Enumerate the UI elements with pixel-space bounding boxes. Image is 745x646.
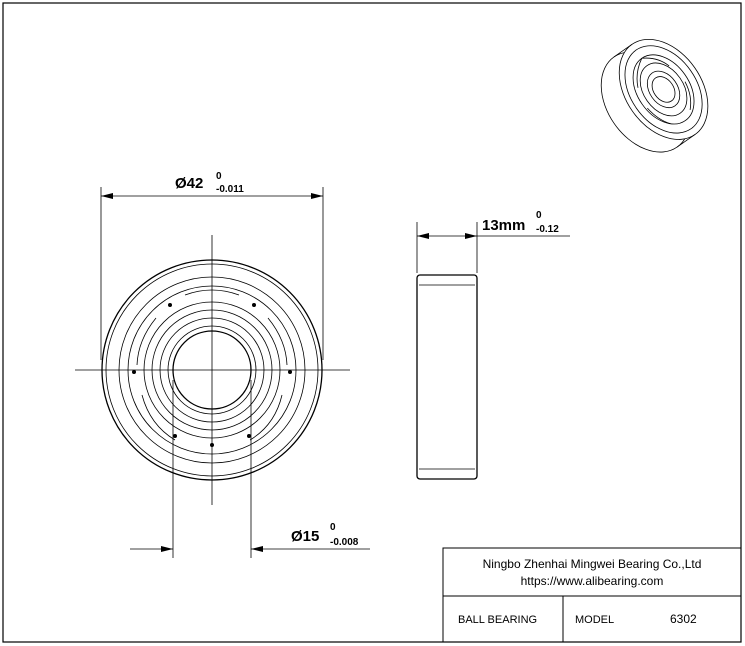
company-name: Ningbo Zhenhai Mingwei Bearing Co.,Ltd	[483, 557, 702, 571]
front-view	[75, 187, 370, 558]
bore-chamfer	[167, 325, 257, 415]
outer-ring-outer-edge	[101, 259, 323, 481]
bore-arrow-right	[251, 546, 263, 552]
model-value: 6302	[670, 612, 697, 626]
cage-inner	[143, 301, 281, 439]
inner-ring-outer-edge	[151, 309, 273, 431]
od-lower-tol: -0.011	[216, 184, 244, 195]
bore-arrow-left	[161, 546, 173, 552]
outer-ring-chamfer	[105, 263, 319, 477]
width-arrow-left	[417, 233, 429, 239]
width-arrow-right	[465, 233, 477, 239]
cage-outer	[127, 285, 297, 455]
bore-upper-tol: 0	[330, 522, 336, 533]
width-lower-tol: -0.12	[536, 224, 559, 235]
inner-ring-shoulder	[159, 317, 265, 423]
bore-lower-tol: -0.008	[330, 537, 359, 548]
od-arrow-left	[101, 193, 113, 199]
model-label: MODEL	[575, 614, 614, 626]
od-upper-tol: 0	[216, 171, 222, 182]
title-block	[442, 547, 742, 643]
isometric-view	[600, 38, 709, 153]
part-type-label: BALL BEARING	[458, 614, 537, 626]
bore-symbol: Ø15	[291, 528, 319, 545]
side-view	[416, 222, 570, 480]
company-website: https://www.alibearing.com	[521, 574, 664, 588]
width-symbol: 13mm	[482, 217, 525, 234]
cage-rivets	[132, 303, 292, 447]
bore	[172, 330, 252, 410]
od-arrow-right	[311, 193, 323, 199]
width-upper-tol: 0	[536, 210, 542, 221]
od-symbol: Ø42	[175, 175, 203, 192]
outer-ring-inner-edge	[118, 276, 306, 464]
side-outline	[416, 274, 478, 480]
cage-pockets	[136, 289, 288, 441]
iso-outer-front	[618, 38, 709, 140]
